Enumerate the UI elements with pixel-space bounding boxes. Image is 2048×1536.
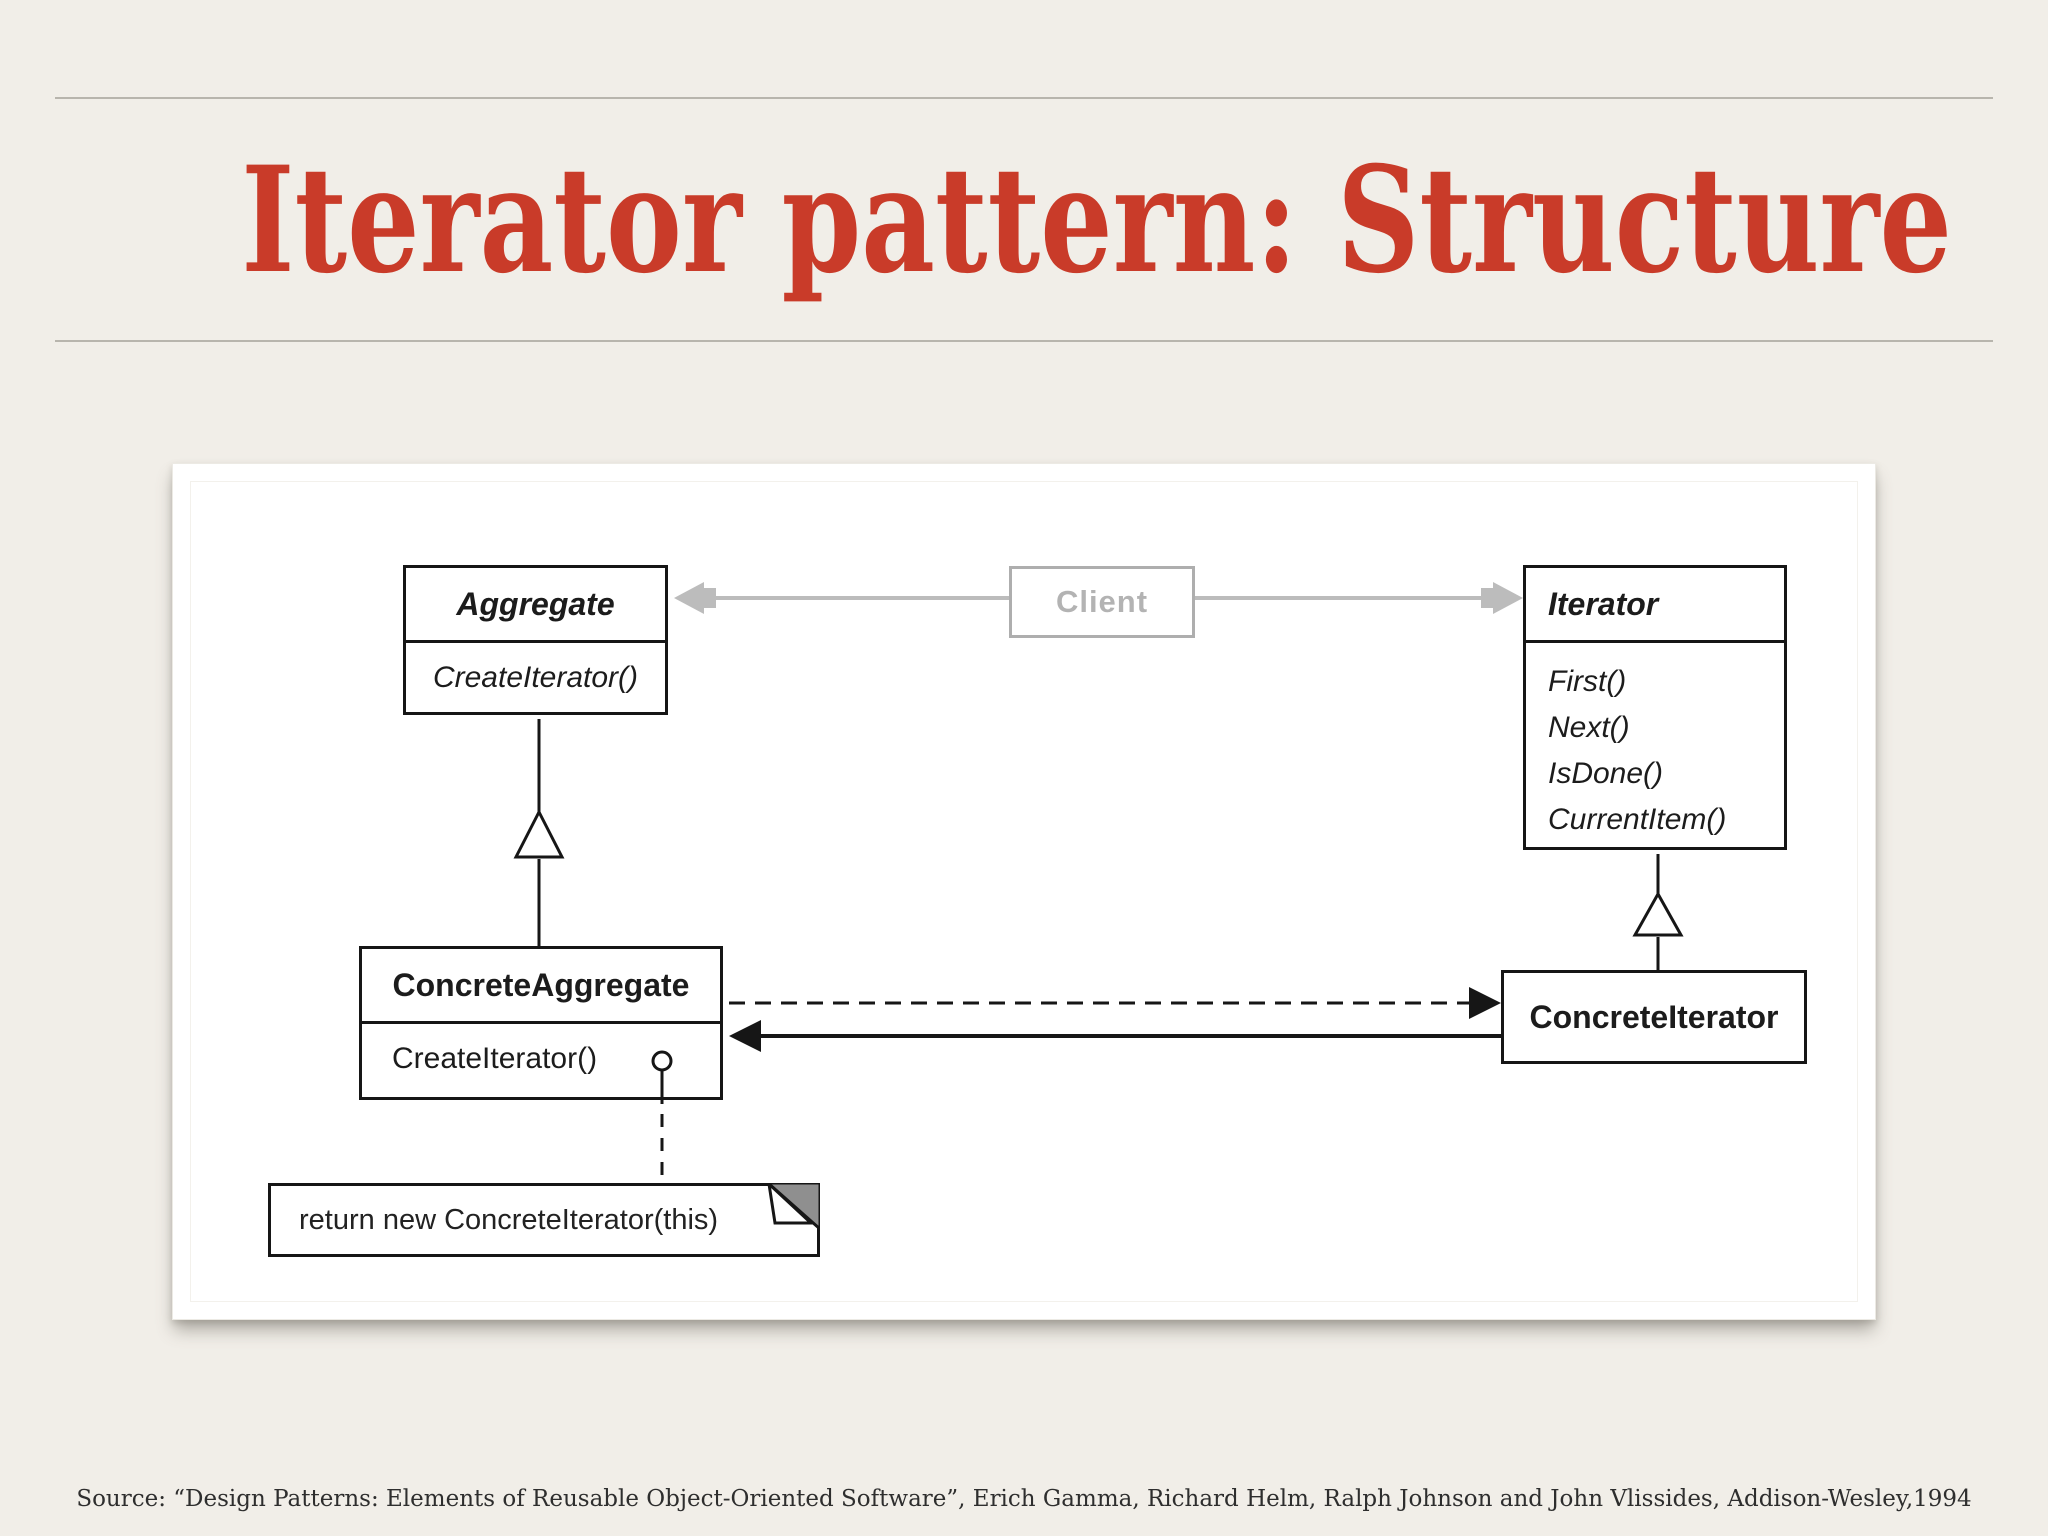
class-method-iterator-first: First() xyxy=(1548,665,1627,698)
class-box-concrete-aggregate: ConcreteAggregate CreateIterator() xyxy=(359,946,723,1100)
class-box-concrete-iterator: ConcreteIterator xyxy=(1501,970,1807,1064)
note-fold-icon xyxy=(766,1183,820,1232)
class-box-iterator: Iterator First() Next() IsDone() Current… xyxy=(1523,565,1787,850)
class-box-client: Client xyxy=(1009,566,1195,638)
class-method-iterator-next: Next() xyxy=(1548,711,1630,744)
diagram-card: Aggregate CreateIterator() Client Iterat… xyxy=(172,463,1876,1320)
class-method-aggregate-createiterator: CreateIterator() xyxy=(406,640,665,712)
class-name-iterator: Iterator xyxy=(1548,585,1659,622)
class-name-concrete-iterator: ConcreteIterator xyxy=(1529,998,1779,1035)
source-citation: Source: “Design Patterns: Elements of Re… xyxy=(76,1486,1972,1512)
note-box: return new ConcreteIterator(this) xyxy=(268,1183,820,1257)
note-text: return new ConcreteIterator(this) xyxy=(299,1203,719,1236)
page-title-text: Iterator pattern: Structure xyxy=(241,135,1952,306)
class-methods-iterator: First() Next() IsDone() CurrentItem() xyxy=(1526,640,1784,844)
class-name-concrete-aggregate: ConcreteAggregate xyxy=(392,966,690,1003)
divider-bottom xyxy=(55,340,1993,342)
class-box-aggregate: Aggregate CreateIterator() xyxy=(403,565,668,715)
divider-top xyxy=(55,97,1993,99)
class-method-concrete-aggregate-createiterator: CreateIterator() xyxy=(362,1021,720,1094)
class-name-client: Client xyxy=(1055,584,1149,619)
class-name-aggregate: Aggregate xyxy=(456,585,615,622)
diagram-card-inner-frame xyxy=(190,481,1858,1302)
page-title: Iterator pattern: Structure xyxy=(0,148,2048,294)
class-method-iterator-currentitem: CurrentItem() xyxy=(1548,803,1727,836)
class-method-iterator-isdone: IsDone() xyxy=(1548,757,1664,790)
